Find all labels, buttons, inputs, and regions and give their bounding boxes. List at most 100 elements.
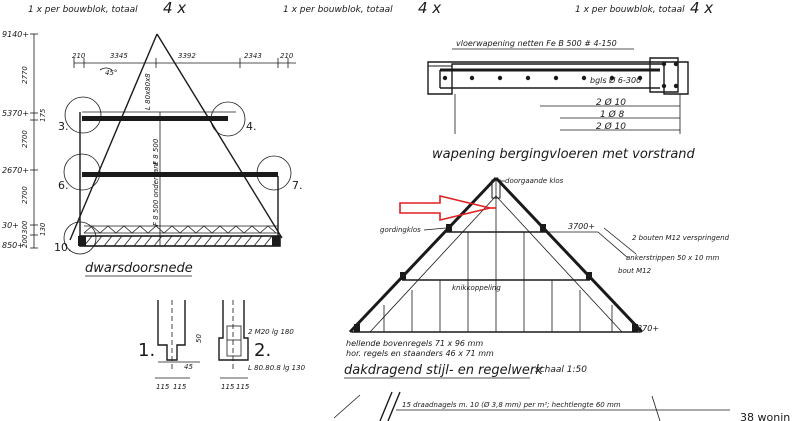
bottom-slope-line-3 bbox=[387, 391, 401, 421]
dim-3345: 3345 bbox=[110, 52, 128, 60]
top-note-3-count: 4 x bbox=[690, 0, 713, 17]
ground-floor-slab bbox=[79, 235, 281, 247]
floor-reinforcement-title: wapening bergingvloeren met vorstrand bbox=[432, 147, 696, 162]
dim-210-left: 210 bbox=[72, 52, 86, 60]
column-detail-1-dim-a: 115 bbox=[156, 383, 170, 391]
column-detail-2-dim-a: 115 bbox=[221, 383, 235, 391]
page-number-partial: 38 wonin bbox=[740, 411, 790, 421]
upper-floor-beam bbox=[82, 116, 228, 121]
dim-3392: 3392 bbox=[178, 52, 196, 60]
dim-2343: 2343 bbox=[244, 52, 262, 60]
detail-circle-10 bbox=[63, 221, 97, 255]
dim-210-right: 210 bbox=[280, 52, 294, 60]
purlin-blocks bbox=[354, 224, 638, 332]
top-note-1-count: 4 x bbox=[163, 0, 186, 17]
beam-label-middle: F 8 500 bbox=[152, 138, 160, 165]
bar-label-3: 2 Ø 10 bbox=[596, 121, 626, 132]
level-eave: 5370+ bbox=[632, 324, 659, 333]
inner-rafter-left bbox=[369, 195, 497, 333]
level-top: 3700+ bbox=[568, 222, 595, 231]
top-note-3: 1 x per bouwblok, totaal bbox=[575, 5, 685, 15]
top-note-2-count: 4 x bbox=[418, 0, 441, 17]
dim-130: 130 bbox=[39, 222, 47, 236]
mesh-note: vloerwapening netten Fe B 500 # 4-150 bbox=[456, 39, 617, 48]
slab-left-edge bbox=[427, 65, 453, 95]
column-details: 1. 115 115 45 50 2. 2 M20 lg 180 L 80.80… bbox=[138, 300, 306, 391]
floor-reinforcement-detail: vloerwapening netten Fe B 500 # 4-150 bg… bbox=[427, 39, 696, 162]
bar-label-2: 1 Ø 8 bbox=[600, 109, 625, 120]
rafter-right bbox=[494, 176, 644, 334]
top-note-2: 1 x per bouwblok, totaal bbox=[283, 5, 393, 15]
column-detail-2-note-1: 2 M20 lg 180 bbox=[248, 328, 294, 336]
detail-circle-3 bbox=[64, 96, 102, 134]
bolt-label: bout M12 bbox=[618, 267, 652, 275]
edge-stirrup bbox=[649, 57, 679, 93]
middle-floor-beam bbox=[82, 172, 278, 177]
nail-note: 15 draadnagels m. 10 (Ø 3,8 mm) per m²; … bbox=[402, 401, 621, 409]
bottom-detail-strip: 15 draadnagels m. 10 (Ø 3,8 mm) per m²; … bbox=[333, 391, 790, 421]
roof-right-slope bbox=[156, 33, 283, 239]
roof-truss-title: dakdragend stijl- en regelwerk bbox=[344, 363, 543, 378]
cross-section-title: dwarsdoorsnede bbox=[85, 261, 193, 276]
purlin-label: gordingklos bbox=[380, 226, 421, 234]
beam-label-top: L 80x80x8 bbox=[144, 73, 152, 110]
bar-label-1: 2 Ø 10 bbox=[596, 97, 626, 108]
level-label-upper: 5370+ bbox=[2, 109, 29, 118]
level-label-floor: 30+ bbox=[2, 221, 19, 230]
detail-marker-6: 6. bbox=[58, 179, 69, 192]
bottom-slope-line-2 bbox=[379, 391, 393, 421]
ridge-block bbox=[491, 179, 501, 199]
column-detail-2-profile bbox=[218, 300, 249, 361]
column-detail-1-label: 1. bbox=[138, 340, 155, 361]
vertical-dimension-ticks bbox=[30, 33, 38, 249]
horizontal-dimension-ticks bbox=[73, 58, 289, 68]
strip-piece bbox=[597, 231, 629, 259]
detail-marker-7: 7. bbox=[292, 179, 303, 192]
inner-rafter-right bbox=[495, 195, 623, 333]
detail-circle-7 bbox=[256, 155, 292, 191]
roof-truss-drawing: doorgaande klos gordingklos 3700+ 2 bout… bbox=[344, 176, 730, 379]
knee-label: knikkoppeling bbox=[452, 284, 501, 292]
column-detail-1-profile bbox=[157, 300, 186, 361]
detail-marker-10: 10. bbox=[54, 241, 72, 254]
rebar-dots bbox=[442, 61, 679, 89]
level-label-ground: 850+ bbox=[2, 241, 24, 250]
detail-circle-6 bbox=[63, 153, 101, 191]
beam-label-lower: F 8 500 onderkant bbox=[152, 161, 160, 226]
ridge-label: doorgaande klos bbox=[505, 177, 564, 185]
bottom-right-line bbox=[651, 395, 661, 421]
column-detail-1-dim-b: 115 bbox=[173, 383, 187, 391]
dim-2700b: 2700 bbox=[21, 186, 29, 204]
purlin-leader bbox=[423, 227, 447, 231]
top-note-1: 1 x per bouwblok, totaal bbox=[28, 5, 138, 15]
dim-2770: 2770 bbox=[21, 66, 29, 84]
bolts-label: 2 bouten M12 verspringend bbox=[632, 234, 730, 242]
roof-truss-scale: schaal 1:50 bbox=[535, 365, 587, 375]
strip-piece-2 bbox=[603, 227, 637, 255]
column-foot-right bbox=[272, 236, 280, 246]
lattice-beam bbox=[83, 225, 278, 234]
dim-175: 175 bbox=[39, 108, 47, 122]
roof-left-slope bbox=[69, 33, 158, 241]
roof-angle: 45° bbox=[105, 69, 117, 77]
top-notes: 1 x per bouwblok, totaal 4 x 1 x per bou… bbox=[28, 0, 713, 17]
column-detail-2-label: 2. bbox=[254, 340, 271, 361]
detail-marker-4: 4. bbox=[246, 120, 257, 133]
rafter-left bbox=[348, 176, 498, 334]
cross-section-drawing: 9140+ 5370+ 2670+ 30+ 850+ 2770 175 2700… bbox=[2, 30, 303, 277]
detail-circle-4 bbox=[210, 101, 246, 137]
level-label-roof: 9140+ bbox=[2, 30, 29, 39]
dim-300: 300 bbox=[21, 220, 29, 234]
dim-2700a: 2700 bbox=[21, 130, 29, 148]
dim-200: 200 bbox=[21, 234, 29, 248]
members-label-1: hellende bovenregels 71 x 96 mm bbox=[346, 339, 483, 348]
column-foot-left bbox=[78, 236, 86, 246]
column-detail-1-dim-50: 50 bbox=[195, 334, 203, 343]
red-pointer-arrow bbox=[399, 194, 491, 222]
column-detail-1-dim-45: 45 bbox=[184, 363, 193, 371]
members-label-2: hor. regels en staanders 46 x 71 mm bbox=[346, 349, 494, 358]
column-detail-2-plate bbox=[226, 325, 242, 357]
detail-marker-3: 3. bbox=[58, 120, 69, 133]
level-label-middle: 2670+ bbox=[2, 166, 29, 175]
bottom-slope-line-1 bbox=[333, 394, 361, 419]
